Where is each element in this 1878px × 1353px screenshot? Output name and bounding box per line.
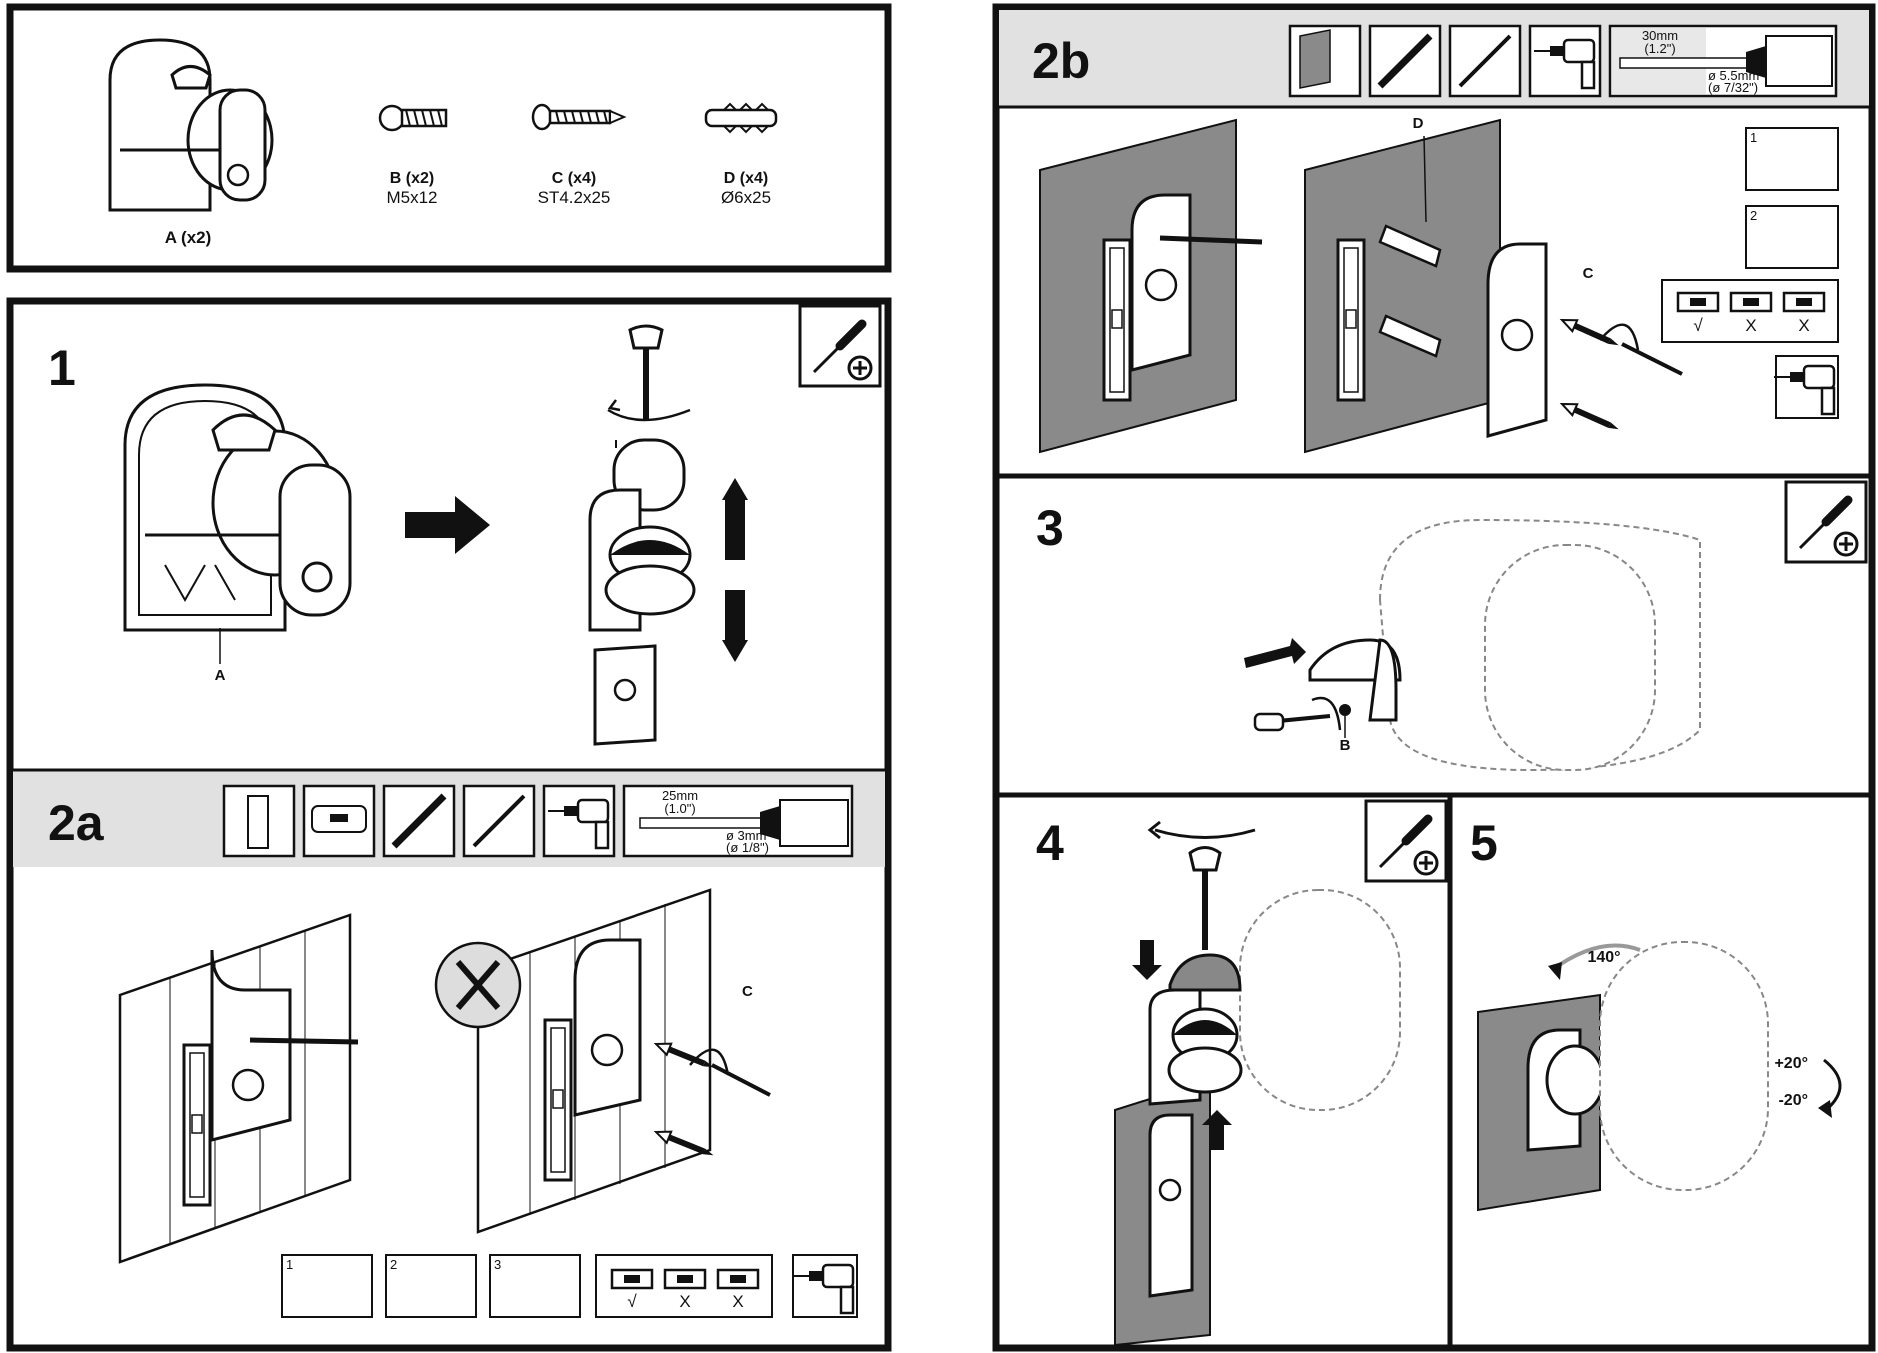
screwdriver-icon <box>1366 801 1446 881</box>
step-4-attach-illustration <box>1114 820 1401 1347</box>
step-2a-drill-depth-in: (1.0") <box>664 801 695 816</box>
parts-panel: A (x2) B (x2) M5x12 C (x4) ST4.2x25 D (x… <box>6 3 892 273</box>
step-2b-callout-c: C <box>1583 265 1594 282</box>
step-2b-check-3: X <box>1798 316 1809 335</box>
step-2b-number: 2b <box>1032 33 1090 89</box>
step-2b-sub-steps <box>1661 127 1839 419</box>
step-5-swivel-angle: 140° <box>1587 949 1620 966</box>
step-2b-callout-d: D <box>1413 115 1424 132</box>
step-5-adjust-illustration <box>1477 941 1842 1212</box>
step-2a-marking-illustration <box>118 913 359 1264</box>
step-4-number: 4 <box>1036 815 1064 871</box>
part-c-label: C (x4) <box>552 170 596 187</box>
right-steps-panel: 2b 30mm (1.2") ø 5.5mm (ø 7/32") <box>992 3 1876 1352</box>
part-c-screw-illustration <box>531 103 627 131</box>
step-3-speaker-illustration <box>1244 518 1701 772</box>
step-2a-sub-2: 2 <box>390 1257 397 1272</box>
step-5-tilt-up: +20° <box>1774 1055 1808 1072</box>
step-3-callout-b: B <box>1340 737 1351 754</box>
step-2a-check-3: X <box>732 1292 743 1311</box>
step-5-tilt-down: -20° <box>1778 1092 1808 1109</box>
step-2a-check-1: √ <box>627 1292 637 1311</box>
step-1-callout-a: A <box>215 667 226 684</box>
step-2b-drill-depth: 30mm <box>1642 28 1678 43</box>
step-2a-screwing-illustration <box>434 888 771 1234</box>
step-2b-tools <box>1288 24 1838 98</box>
part-b-spec: M5x12 <box>386 188 437 207</box>
part-a-mount-illustration <box>108 38 274 212</box>
step-1-exploded-illustration <box>588 324 696 746</box>
left-steps-panel: 1 A <box>6 297 892 1352</box>
step-1-mount-illustration <box>123 383 352 632</box>
step-2a-callout-c: C <box>742 983 753 1000</box>
step-1-number: 1 <box>48 340 76 396</box>
step-2a-number: 2a <box>48 795 105 851</box>
step-2b-drill-bit: ø 5.5mm <box>1708 68 1759 83</box>
step-2b-drill-depth-in: (1.2") <box>1644 41 1675 56</box>
step-3-number: 3 <box>1036 500 1064 556</box>
arrow-down-icon <box>722 590 748 662</box>
part-d-label: D (x4) <box>724 170 768 187</box>
part-c-spec: ST4.2x25 <box>538 188 611 207</box>
step-2a-drill-bit-in: (ø 1/8") <box>726 840 769 855</box>
step-2a-drill-depth: 25mm <box>662 788 698 803</box>
step-2b-check-2: X <box>1745 316 1756 335</box>
part-d-anchor-illustration <box>704 102 778 134</box>
arrow-up-icon <box>722 478 748 560</box>
step-2b-screwing-illustration <box>1304 118 1683 454</box>
step-2a-tools <box>222 784 854 858</box>
step-2b-marking-illustration <box>1039 118 1263 454</box>
part-b-screw-illustration <box>378 104 448 132</box>
step-2b-sub-1: 1 <box>1750 130 1757 145</box>
part-d-spec: Ø6x25 <box>721 188 771 207</box>
arrow-right-icon <box>405 496 490 554</box>
part-a-label: A (x2) <box>165 228 212 247</box>
step-2a-sub-1: 1 <box>286 1257 293 1272</box>
step-5-number: 5 <box>1470 815 1498 871</box>
part-b-label: B (x2) <box>390 170 434 187</box>
step-2a-sub-steps <box>281 1254 858 1318</box>
screwdriver-icon <box>1786 482 1866 562</box>
step-2b-drill-bit-in: (ø 7/32") <box>1708 80 1758 95</box>
step-2b-sub-2: 2 <box>1750 208 1757 223</box>
step-2a-check-2: X <box>679 1292 690 1311</box>
step-2a-drill-bit: ø 3mm <box>726 828 766 843</box>
step-2a-sub-3: 3 <box>494 1257 501 1272</box>
step-2b-check-1: √ <box>1693 316 1703 335</box>
screwdriver-icon <box>800 306 880 386</box>
